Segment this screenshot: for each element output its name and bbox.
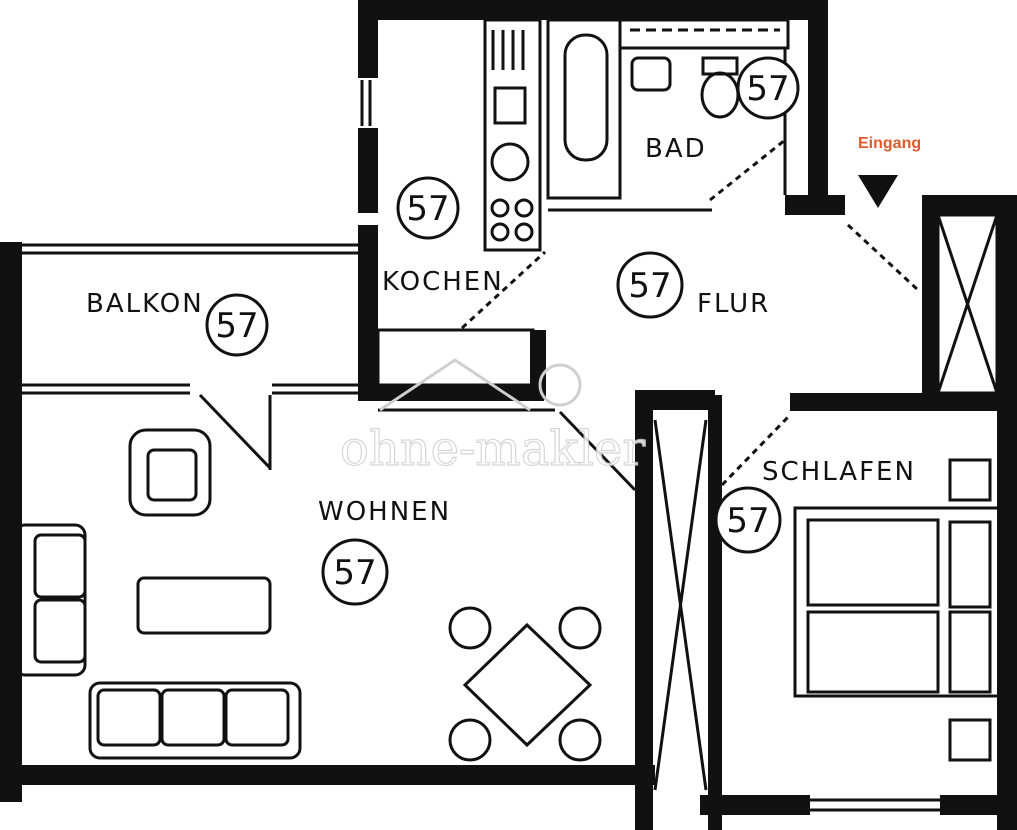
room-number-wohnen: 57 [321, 538, 389, 606]
room-number-flur: 57 [616, 251, 684, 319]
room-label-bad: BAD [645, 134, 707, 164]
room-number-schlafen: 57 [714, 486, 782, 554]
room-number-flur-text: 57 [628, 266, 671, 306]
room-number-balkon: 57 [205, 293, 269, 357]
watermark-text: ohne-makler [340, 421, 645, 477]
room-number-wc: 57 [736, 56, 800, 120]
entrance-label: Eingang [858, 135, 921, 152]
room-number-kochen: 57 [396, 176, 460, 240]
room-label-balkon: BALKON [86, 289, 204, 319]
room-number-balkon-text: 57 [215, 306, 258, 346]
room-number-wc-text: 57 [746, 69, 789, 109]
room-number-kochen-text: 57 [406, 189, 449, 229]
watermark: ohne-makler [339, 358, 646, 478]
thin-lines [13, 18, 1002, 812]
room-label-schlafen: SCHLAFEN [762, 457, 916, 487]
entrance-arrow-icon [858, 175, 898, 208]
room-label-wohnen: WOHNEN [318, 497, 451, 527]
room-label-kochen: KOCHEN [382, 267, 504, 297]
room-number-schlafen-text: 57 [726, 501, 769, 541]
room-number-wohnen-text: 57 [333, 553, 376, 593]
room-label-flur: FLUR [697, 289, 770, 319]
